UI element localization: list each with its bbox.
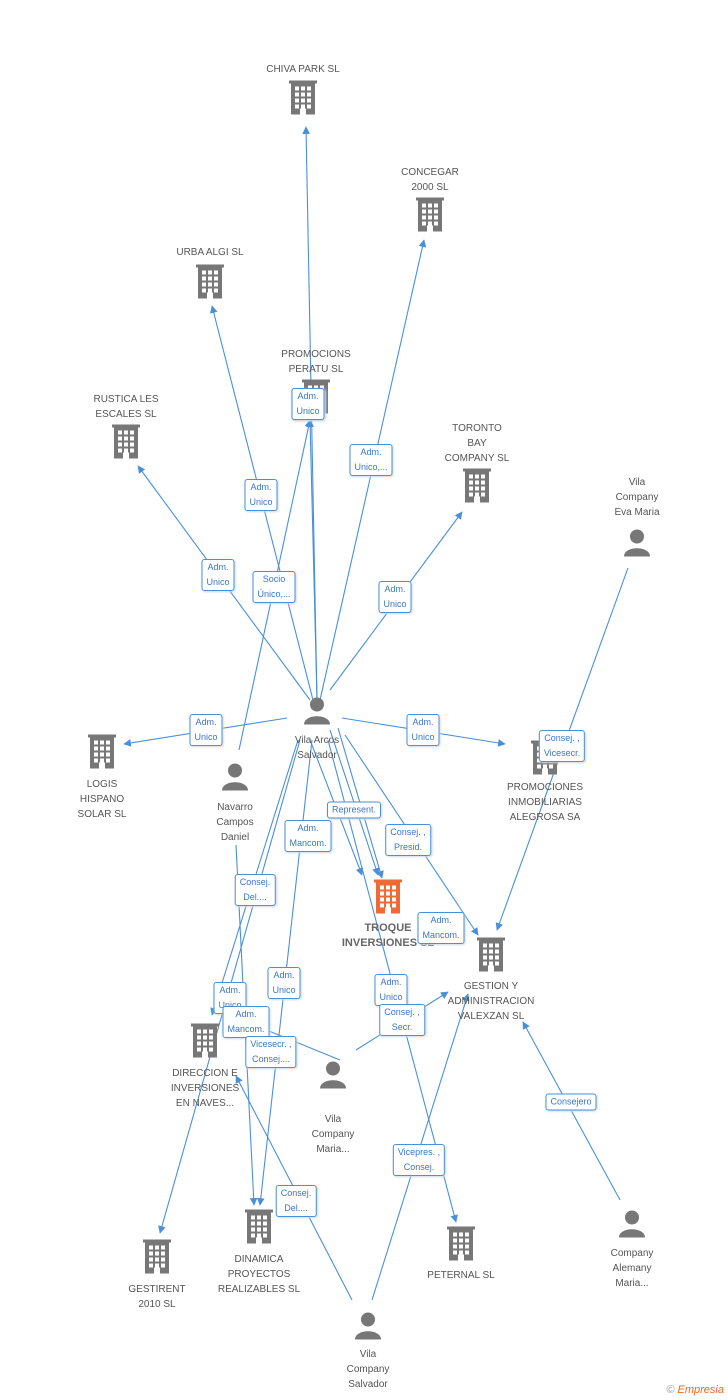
brand-logo: © Empresia bbox=[666, 1384, 724, 1396]
edge-label-salvador-logis[interactable]: Adm. Unico bbox=[189, 714, 223, 746]
building-icon[interactable] bbox=[143, 1239, 171, 1279]
edge-label-vcmaria-direccion[interactable]: Vicesecr. , Consej.... bbox=[245, 1036, 297, 1068]
building-icon[interactable] bbox=[112, 424, 140, 464]
node-label-valexzan[interactable]: GESTION Y ADMINISTRACION VALEXZAN SL bbox=[447, 981, 535, 1022]
edge-label-salvador-troque[interactable]: Represent. bbox=[326, 801, 382, 819]
edge-salvador-peratu bbox=[306, 419, 318, 701]
building-icon[interactable] bbox=[374, 879, 402, 919]
building-icon[interactable] bbox=[289, 80, 317, 120]
edge-label-salvador-concegar[interactable]: Adm. Unico,... bbox=[349, 444, 393, 476]
node-label-eva[interactable]: Vila Company Eva Maria bbox=[614, 477, 660, 518]
edge-label-salvador-peratu[interactable]: Adm. Unico bbox=[291, 388, 325, 420]
building-icon[interactable] bbox=[416, 197, 444, 237]
edge-label-vcmaria-valexzan[interactable]: Adm. Unico bbox=[374, 974, 408, 1006]
node-label-concegar[interactable]: CONCEGAR 2000 SL bbox=[401, 167, 459, 193]
node-label-direccion[interactable]: DIRECCION E INVERSIONES EN NAVES... bbox=[170, 1068, 240, 1109]
person-icon[interactable] bbox=[221, 763, 249, 796]
edge-label-salvador-toronto[interactable]: Adm. Unico bbox=[378, 581, 412, 613]
node-label-gestirent[interactable]: GESTIRENT 2010 SL bbox=[128, 1284, 186, 1310]
brand-name: Empresia bbox=[677, 1384, 724, 1396]
building-icon[interactable] bbox=[447, 1226, 475, 1266]
edge-label-salvador-peternal[interactable]: Consej. , Secr. bbox=[379, 1004, 425, 1036]
edge-label-salvador-direccion[interactable]: Consej. Del.... bbox=[234, 874, 276, 906]
node-label-vcmaria[interactable]: Vila Company Maria... bbox=[311, 1114, 355, 1155]
person-icon[interactable] bbox=[354, 1312, 382, 1345]
node-label-vcsalvador[interactable]: Vila Company Salvador bbox=[346, 1349, 390, 1390]
edge-label-eva-valexzan[interactable]: Consej. , Vicesecr. bbox=[538, 730, 586, 762]
building-icon[interactable] bbox=[463, 468, 491, 508]
building-icon[interactable] bbox=[477, 937, 505, 977]
edge-label-salvador-dinamica[interactable]: Adm. Unico bbox=[267, 967, 301, 999]
copyright-mark: © bbox=[666, 1384, 675, 1396]
node-label-toronto[interactable]: TORONTO BAY COMPANY SL bbox=[444, 423, 510, 464]
person-icon[interactable] bbox=[319, 1061, 347, 1094]
edge-label-salvador-troque[interactable]: Adm. Mancom. bbox=[284, 820, 332, 852]
node-label-alegrosa[interactable]: PROMOCIONES INMOBILIARIAS ALEGROSA SA bbox=[506, 782, 584, 823]
node-label-peternal[interactable]: PETERNAL SL bbox=[427, 1270, 495, 1281]
node-label-navarro[interactable]: Navarro Campos Daniel bbox=[216, 802, 254, 843]
building-icon[interactable] bbox=[191, 1023, 219, 1063]
edge-label-salvador-valexzan[interactable]: Adm. Mancom. bbox=[417, 912, 465, 944]
edge-label-salvador-alegrosa[interactable]: Adm. Unico bbox=[406, 714, 440, 746]
edge-label-navarro-peratu[interactable]: Socio Único,... bbox=[252, 571, 296, 603]
person-icon[interactable] bbox=[303, 697, 331, 730]
building-icon[interactable] bbox=[196, 264, 224, 304]
node-label-logis[interactable]: LOGIS HISPANO SOLAR SL bbox=[77, 779, 127, 820]
node-label-alemany[interactable]: Company Alemany Maria... bbox=[610, 1248, 654, 1289]
person-icon[interactable] bbox=[623, 529, 651, 562]
edge-label-salvador-rustica[interactable]: Adm. Unico bbox=[201, 559, 235, 591]
edge-label-salvador-troque[interactable]: Consej. , Presid. bbox=[385, 824, 431, 856]
node-label-chiva[interactable]: CHIVA PARK SL bbox=[266, 64, 340, 75]
node-label-troque[interactable]: TROQUE INVERSIONES SL bbox=[341, 922, 434, 949]
edge-label-salvador-urba[interactable]: Adm. Unico bbox=[244, 479, 278, 511]
edge-label-vcsalvador-valexzan[interactable]: Vicepres. , Consej. bbox=[392, 1144, 446, 1176]
person-icon[interactable] bbox=[618, 1210, 646, 1243]
edge-label-vcsalvador-direccion[interactable]: Consej. Del.... bbox=[275, 1185, 317, 1217]
edge-label-navarro-dinamica[interactable]: Adm. Mancom. bbox=[222, 1006, 270, 1038]
node-label-salvador[interactable]: Vila Arcos Salvador bbox=[294, 735, 340, 761]
edge-alemany-valexzan bbox=[522, 1021, 621, 1201]
edge-label-alemany-valexzan[interactable]: Consejero bbox=[545, 1093, 597, 1111]
node-label-rustica[interactable]: RUSTICA LES ESCALES SL bbox=[93, 394, 159, 420]
node-label-urba[interactable]: URBA ALGI SL bbox=[176, 247, 244, 258]
building-icon[interactable] bbox=[88, 734, 116, 774]
node-label-dinamica[interactable]: DINAMICA PROYECTOS REALIZABLES SL bbox=[217, 1254, 301, 1295]
building-icon[interactable] bbox=[245, 1209, 273, 1249]
node-label-peratu[interactable]: PROMOCIONS PERATU SL bbox=[281, 349, 351, 375]
